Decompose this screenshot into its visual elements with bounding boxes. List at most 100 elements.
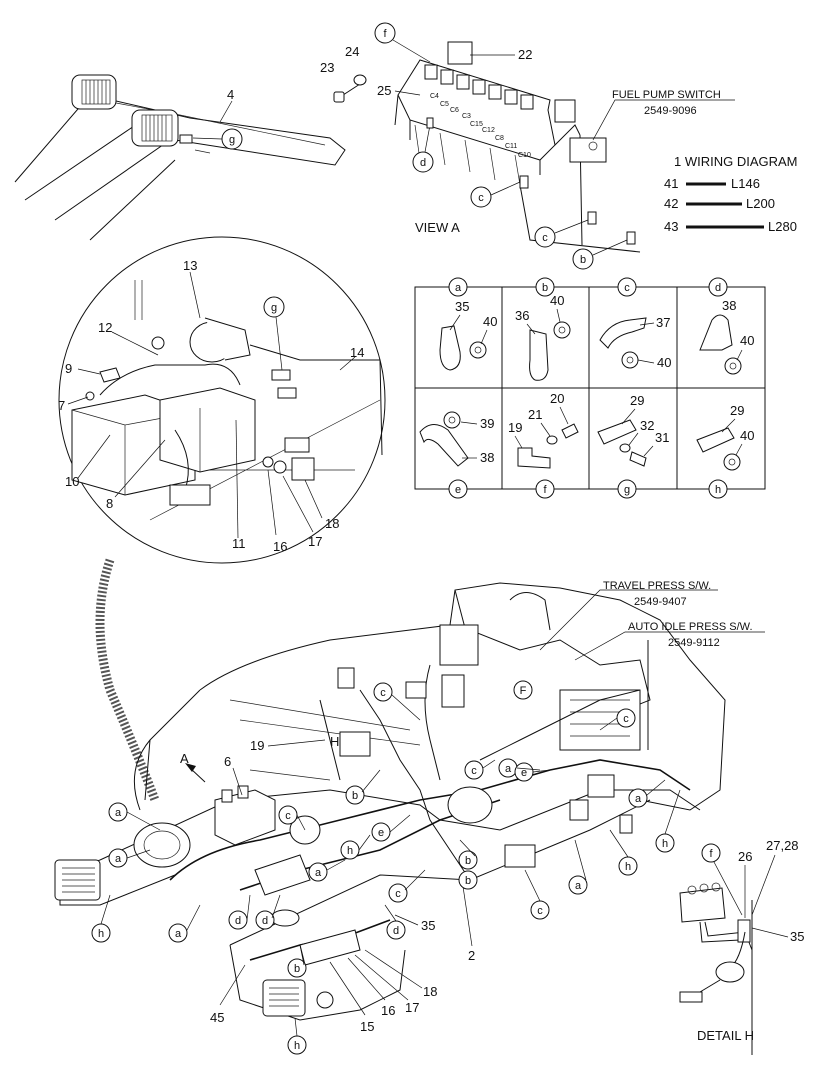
view-a-clamp-c-2: c: [542, 232, 548, 244]
clamp-f-part-20: 20: [550, 391, 564, 406]
clamp-letter-d: d: [715, 282, 721, 294]
detail-h-callout-35: 35: [790, 929, 804, 944]
clamp-e-part-38: 38: [480, 450, 494, 465]
main-bubble-c-6: c: [616, 708, 636, 728]
clamp-letter-c: c: [624, 282, 630, 294]
terminal-c5: C5: [440, 101, 449, 108]
main-callout-19: 19: [250, 738, 264, 753]
battery-callout-13: 13: [183, 258, 197, 273]
terminal-c4: C4: [430, 93, 439, 100]
main-bubble-b-1: b: [345, 785, 365, 805]
battery-callout-14: 14: [350, 345, 364, 360]
battery-callout-7: 7: [58, 398, 65, 413]
main-bubble-h-1: h: [91, 923, 111, 943]
main-callout-35: 35: [421, 918, 435, 933]
wire-43-code: L280: [768, 219, 797, 234]
svg-text:c: c: [537, 905, 543, 917]
clamp-d-part-40: 40: [740, 333, 754, 348]
main-bubble-b-4: b: [287, 958, 307, 978]
clamp-cell-d: d 38 40: [699, 277, 754, 375]
battery-callout-10: 10: [65, 474, 79, 489]
svg-text:a: a: [115, 807, 122, 819]
main-bubble-h-4: h: [655, 833, 675, 853]
work-light-assembly: 4 g: [14, 74, 346, 241]
svg-text:d: d: [393, 925, 399, 937]
view-a-arrow-label: A: [180, 751, 189, 766]
svg-text:c: c: [285, 810, 291, 822]
battery-callout-12: 12: [98, 320, 112, 335]
svg-text:b: b: [465, 855, 471, 867]
svg-text:b: b: [352, 790, 358, 802]
rear-lamp-right: [262, 979, 306, 1017]
clamp-letter-e: e: [455, 484, 461, 496]
svg-text:a: a: [505, 763, 512, 775]
svg-text:h: h: [662, 838, 668, 850]
main-bubble-e-2: e: [514, 762, 534, 782]
view-a-title: VIEW A: [415, 220, 460, 235]
relay-bank: [424, 64, 534, 110]
svg-text:e: e: [521, 767, 527, 779]
battery-callout-11: 11: [232, 536, 246, 551]
clamp-letter-a: a: [455, 282, 462, 294]
clamp-cell-c: c 37 40: [599, 277, 671, 370]
callout-23: 23: [320, 60, 334, 75]
view-a-relay-panel: FUEL PUMP SWITCH 2549-9096 C4 C5 C6 C3 C…: [320, 22, 735, 270]
main-callout-2: 2: [468, 948, 475, 963]
fuel-pump-switch-label: FUEL PUMP SWITCH: [612, 89, 721, 101]
svg-text:h: h: [294, 1040, 300, 1052]
clamp-h-part-29: 29: [730, 403, 744, 418]
terminal-c8: C8: [495, 135, 504, 142]
clamp-h-part-40: 40: [740, 428, 754, 443]
detail-h-callout-27-28: 27,28: [766, 838, 799, 853]
svg-text:h: h: [347, 845, 353, 857]
clamp-cell-h: h 29 40: [696, 403, 754, 499]
svg-text:c: c: [380, 687, 386, 699]
clamp-letter-f: f: [543, 484, 547, 496]
svg-text:b: b: [294, 963, 300, 975]
terminal-c3: C3: [462, 113, 471, 120]
main-bubble-b-3: b: [458, 870, 478, 890]
main-bubble-h-5: h: [287, 1035, 307, 1055]
svg-text:a: a: [635, 793, 642, 805]
clamp-g-part-32: 32: [640, 418, 654, 433]
battery-callout-18: 18: [325, 516, 339, 531]
view-a-clamp-b: b: [580, 254, 586, 266]
clamp-g-part-29: 29: [630, 393, 644, 408]
terminal-c12: C12: [482, 127, 495, 134]
battery-callout-9: 9: [65, 361, 72, 376]
clamp-f-part-21: 21: [528, 407, 542, 422]
main-bubble-h-3: h: [618, 856, 638, 876]
main-bubble-d-3: d: [386, 920, 406, 940]
battery-callout-16: 16: [273, 539, 287, 554]
main-bubble-c-2: c: [464, 760, 484, 780]
wire-43-item: 43: [664, 219, 678, 234]
main-callout-15: 15: [360, 1019, 374, 1034]
clamp-cell-a: a 35 40: [439, 277, 497, 371]
clamp-letter-b: b: [542, 282, 548, 294]
detail-h-title: DETAIL H: [697, 1028, 754, 1043]
clamp-c-part-40: 40: [657, 355, 671, 370]
clamp-cell-g: g 29 32 31: [597, 393, 669, 499]
svg-text:e: e: [378, 827, 384, 839]
svg-text:c: c: [471, 765, 477, 777]
view-a-clamp-c-1: c: [478, 192, 484, 204]
svg-text:a: a: [115, 853, 122, 865]
callout-4: 4: [227, 87, 234, 102]
callout-25: 25: [377, 83, 391, 98]
wire-42-item: 42: [664, 196, 678, 211]
fuel-pump-switch-part-no: 2549-9096: [644, 105, 697, 117]
view-a-clamp-d: d: [420, 157, 426, 169]
main-bubble-a-5: a: [498, 758, 518, 778]
svg-text:d: d: [262, 915, 268, 927]
svg-text:h: h: [98, 928, 104, 940]
clamp-ref-g: g: [229, 134, 235, 146]
wiring-diagram-legend: 1 WIRING DIAGRAM 41 L146 42 L200 43 L280: [664, 154, 798, 234]
main-callout-18: 18: [423, 984, 437, 999]
main-callout-45: 45: [210, 1010, 224, 1025]
clamp-cell-b: b 40 36: [515, 277, 571, 381]
battery-clamp-g: g: [271, 302, 277, 314]
svg-text:a: a: [575, 880, 582, 892]
svg-text:d: d: [235, 915, 241, 927]
clamp-table: a 35 40 b 40 36 c 37 40: [414, 277, 766, 499]
